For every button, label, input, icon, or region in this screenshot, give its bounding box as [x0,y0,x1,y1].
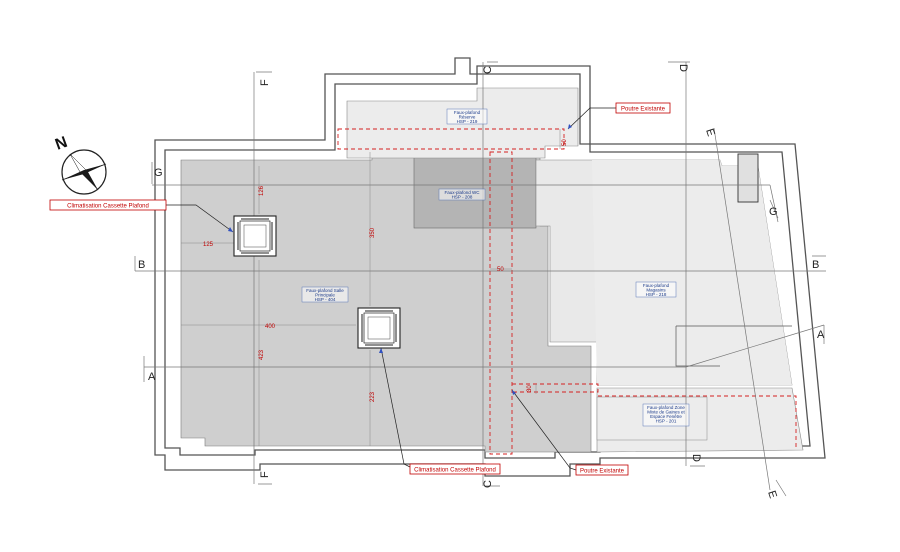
svg-text:Principale: Principale [315,293,335,298]
svg-text:Climatisation Cassette Plafond: Climatisation Cassette Plafond [414,468,496,474]
grid-label-a-left: A [148,371,156,383]
zone-label-reserve: Faux-plafond Réserve HSP - 219 [446,108,488,125]
svg-text:Magasins: Magasins [646,288,666,293]
svg-text:Faux-plafond: Faux-plafond [454,110,481,115]
zone-mixte [596,387,804,453]
grid-label-g-left: G [154,167,163,179]
ac-cassette-left[interactable] [233,215,277,257]
tag-poutre-top[interactable]: Poutre Existante [615,102,671,114]
dim-126: 126 [259,185,265,196]
tag-poutre-bottom[interactable]: Poutre Existante [575,464,629,476]
zone-label-mixte: Faux-plafond Zone Mixte de Gaines et Esp… [642,403,690,427]
ac-cassette-center[interactable] [357,307,401,349]
grid-label-c-top: C [482,66,494,74]
grid-label-a-right: A [817,329,825,341]
svg-text:Climatisation Cassette Plafond: Climatisation Cassette Plafond [67,204,149,210]
svg-text:Poutre Existante: Poutre Existante [580,469,625,475]
svg-text:Mixte de Gaines et: Mixte de Gaines et [647,410,685,415]
svg-text:Faux-plafond Zone: Faux-plafond Zone [647,405,685,410]
grid-label-f-top: F [259,79,271,86]
grid-label-g-right: G [769,206,778,218]
grid-label-d-bottom: D [690,454,702,462]
svg-text:HSP - 219: HSP - 219 [457,119,478,124]
dim-350: 350 [370,227,376,238]
north-arrow: N [53,134,107,195]
svg-text:Faux-plafond WC: Faux-plafond WC [444,190,480,195]
svg-text:Réserve: Réserve [459,115,476,120]
grid-label-e-bottom: E [765,489,779,500]
grid-label-f-bottom: F [259,471,271,478]
svg-text:HSP - 218: HSP - 218 [646,292,667,297]
grid-label-c-bottom: C [482,480,494,488]
grid-lines [134,61,826,497]
dim-50-reserve: 50 [562,139,568,146]
window-shaft [737,153,759,203]
leaders [166,107,616,471]
dimensions: 126 125 90 350 400 90 423 223 50 50 30 [181,129,568,446]
svg-text:HSP - 208: HSP - 208 [452,195,473,200]
zone-label-wc: Faux-plafond WC HSP - 208 [438,188,486,201]
svg-text:HSP - 404: HSP - 404 [315,297,336,302]
svg-text:Espace Fenêtre: Espace Fenêtre [650,414,682,419]
dim-30: 30 [527,385,533,392]
tag-clim-bottom[interactable]: Climatisation Cassette Plafond [409,463,501,475]
tag-clim-left[interactable]: Climatisation Cassette Plafond [49,199,167,211]
existing-beams [337,128,797,455]
svg-text:Faux-plafond Salle: Faux-plafond Salle [306,288,344,293]
dim-400: 400 [265,324,276,330]
grid-label-e-top: E [703,127,717,138]
svg-text:HSP - 201: HSP - 201 [656,419,677,424]
svg-text:Poutre Existante: Poutre Existante [621,107,666,113]
grid-label-b-right: B [812,259,819,271]
grid-labels: G G B B A A F F C C D D E E [138,64,825,500]
interior-partitions [675,325,792,367]
north-label: N [53,134,70,154]
dim-125: 125 [203,242,214,248]
zone-label-salle: Faux-plafond Salle Principale HSP - 404 [301,286,349,303]
svg-text:Faux-plafond: Faux-plafond [643,283,670,288]
zone-label-magasins: Faux-plafond Magasins HSP - 218 [635,281,677,298]
grid-label-b-left: B [138,259,145,271]
grid-label-d-top: D [677,64,689,72]
dim-50-beam: 50 [497,267,504,273]
dim-223: 223 [370,391,376,402]
dim-423: 423 [259,349,265,360]
